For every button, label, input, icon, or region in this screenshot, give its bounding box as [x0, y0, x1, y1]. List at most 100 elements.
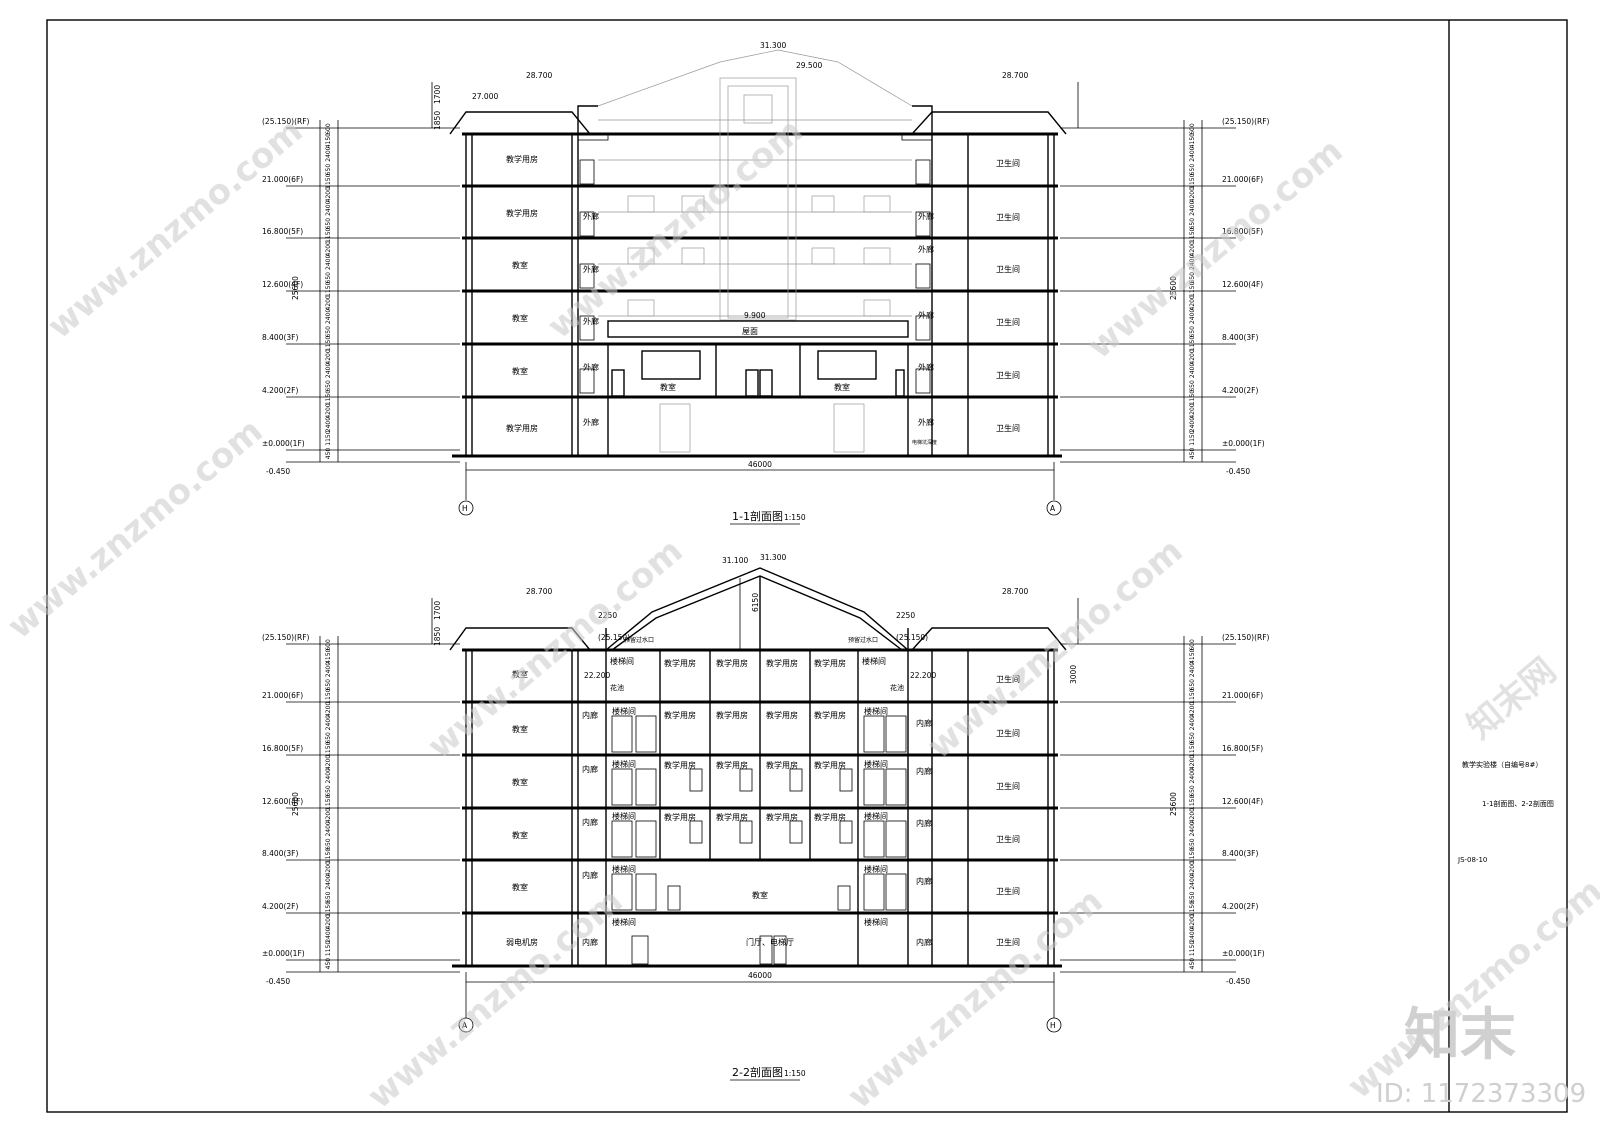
vertical-dim-label: 4200: [1189, 241, 1196, 256]
s2-room-left-3f: 教室: [512, 830, 528, 840]
project-name: 教学实验楼（自编号8#）: [1462, 760, 1542, 769]
vertical-dim-label: 650: [325, 326, 332, 338]
level-3f: 8.400(3F): [1222, 333, 1258, 342]
section-2-dim-6150: 6150: [751, 593, 760, 612]
vertical-dim-label: 650: [325, 838, 332, 850]
vertical-dim-label: 4200: [325, 808, 332, 823]
sheet-border: [46, 19, 1568, 1113]
vertical-dim-label: 4150: [325, 648, 332, 663]
vertical-dim-label: 600: [1189, 639, 1196, 651]
vertical-dim-label: 2400: [1189, 715, 1196, 730]
vertical-dim-label: 650: [325, 679, 332, 691]
section-2-level-parapet-left: 28.700: [526, 587, 552, 596]
level-rf: (25.150)(RF): [1222, 117, 1270, 126]
vertical-dim-label: 4200: [1189, 295, 1196, 310]
section-2-dim-2250-right: 2250: [896, 611, 915, 620]
s2-teach-4f-c: 教学用房: [766, 760, 798, 770]
total-height-s1-left: 25600: [291, 276, 300, 300]
vertical-dim-label: 4200: [1189, 755, 1196, 770]
vertical-dim-label: 4200: [1189, 861, 1196, 876]
axis-bubble-a-2: [458, 1017, 474, 1033]
vertical-dim-label: 1150: [1189, 688, 1196, 703]
s2-room-right-4f: 卫生间: [996, 781, 1020, 791]
level-1f: ±0.000(1F): [1222, 439, 1265, 448]
vertical-dim-label: 2400: [325, 146, 332, 161]
s2-inner-corridor-r-5f: 内廊: [916, 718, 932, 728]
section-2-note-drain-left: 预留过水口: [624, 636, 654, 644]
section-2-note-drain-right: 预留过水口: [848, 636, 878, 644]
vertical-dim-label: 650: [1189, 732, 1196, 744]
s2-room-right-6f: 卫生间: [996, 674, 1020, 684]
s2-room-right-5f: 卫生间: [996, 728, 1020, 738]
vertical-dim-label: 2400: [1189, 768, 1196, 783]
vertical-dim-label: 650: [1189, 380, 1196, 392]
s2-teach-6f-a: 教学用房: [664, 658, 696, 668]
vertical-dim-label: 2400: [1189, 146, 1196, 161]
s2-stair-l-3f: 楼梯间: [612, 811, 636, 821]
s2-centre-1f: 门厅、电梯厅: [746, 937, 794, 947]
vertical-dim-label: 2400: [325, 417, 332, 432]
vertical-dim-label: 4200: [1189, 187, 1196, 202]
drawing-name: 1-1剖面图、2-2剖面图: [1482, 799, 1554, 808]
vertical-dim-label: 450: [325, 448, 332, 460]
vertical-dim-label: 1150: [1189, 336, 1196, 351]
section-2-level-22200-left: 22.200: [584, 671, 610, 680]
vertical-dim-label: 2400: [1189, 417, 1196, 432]
s2-inner-corridor-r-4f: 内廊: [916, 766, 932, 776]
s1-room-left-2f: 教室: [512, 366, 528, 376]
level-ground: -0.450: [1226, 977, 1250, 986]
axis-label-a-1: A: [1050, 504, 1056, 513]
vertical-dimensions: 6004150240065011504200240065011504200240…: [325, 123, 1196, 969]
s2-stair-l-2f: 楼梯间: [612, 864, 636, 874]
s2-room-left-4f: 教室: [512, 777, 528, 787]
section-2-level-22200-right: 22.200: [910, 671, 936, 680]
section-1-level-parapet-right: 28.700: [1002, 71, 1028, 80]
vertical-dim-label: 4200: [1189, 808, 1196, 823]
section-1-level-roof-top: 31.300: [760, 41, 786, 50]
s2-room-right-3f: 卫生间: [996, 834, 1020, 844]
level-4f: 12.600(4F): [1222, 280, 1263, 289]
level-2f: 4.200(2F): [1222, 386, 1258, 395]
level-6f: 21.000(6F): [1222, 691, 1263, 700]
s1-room-right-1f: 卫生间: [996, 423, 1020, 433]
vertical-dim-label: 4200: [1189, 702, 1196, 717]
level-2f: 4.200(2F): [262, 902, 298, 911]
levels-section-2-right: (25.150)(RF) 21.000(6F) 16.800(5F) 12.60…: [1222, 633, 1270, 986]
vertical-dim-label: 4150: [1189, 133, 1196, 148]
level-ground: -0.450: [1226, 467, 1250, 476]
vertical-dim-label: 4200: [1189, 403, 1196, 418]
watermark-url: www.znzmo.com: [360, 881, 630, 1117]
section-1-title: 1-1剖面图: [732, 509, 783, 523]
watermark-url: www.znzmo.com: [540, 111, 810, 347]
s1-stair-note: 电梯坑深度: [912, 439, 937, 446]
section-1-1: [286, 49, 1236, 525]
vertical-dim-label: 2400: [325, 255, 332, 270]
levels-section-1-right: (25.150)(RF) 21.000(6F) 16.800(5F) 12.60…: [1222, 117, 1270, 476]
section-1-level-27: 27.000: [472, 92, 498, 101]
s2-teach-3f-a: 教学用房: [664, 812, 696, 822]
section-2-2: [286, 567, 1236, 1081]
s1-room-right-3f: 卫生间: [996, 317, 1020, 327]
vertical-dim-label: 2400: [1189, 927, 1196, 942]
s2-stair-r-5f: 楼梯间: [864, 706, 888, 716]
vertical-dim-label: 650: [325, 218, 332, 230]
vertical-dim-label: 2400: [1189, 874, 1196, 889]
vertical-dim-label: 2400: [325, 200, 332, 215]
vertical-dim-label: 650: [325, 272, 332, 284]
s2-inner-corridor-l-5f: 内廊: [582, 710, 598, 720]
level-4f: 12.600(4F): [262, 797, 303, 806]
level-6f: 21.000(6F): [1222, 175, 1263, 184]
s2-teach-4f-d: 教学用房: [814, 760, 846, 770]
s2-inner-corridor-l-4f: 内廊: [582, 764, 598, 774]
vertical-dim-label: 1150: [1189, 795, 1196, 810]
s1-room-right-4f: 卫生间: [996, 264, 1020, 274]
section-2-level-terrace-right: (25.150): [896, 633, 928, 642]
vertical-dim-label: 650: [1189, 838, 1196, 850]
s2-stair-r-4f: 楼梯间: [864, 759, 888, 769]
s1-corridor-r-2f: 外廊: [918, 362, 934, 372]
section-2-level-parapet-right: 28.700: [1002, 587, 1028, 596]
level-1f: ±0.000(1F): [1222, 949, 1265, 958]
s1-centre-room-right: 教室: [834, 382, 850, 392]
s2-inner-corridor-l-1f: 内廊: [582, 937, 598, 947]
